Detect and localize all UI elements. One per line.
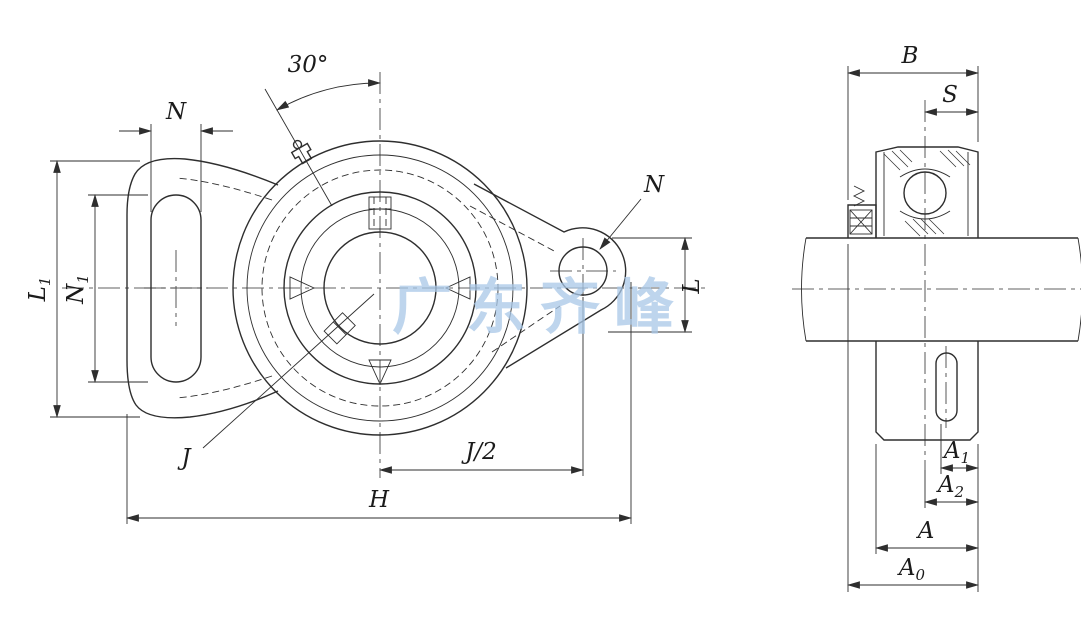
dim-label-n-lug: N — [643, 172, 665, 198]
left-mount-hidden-edge-top — [175, 177, 273, 201]
bearing-ball — [903, 171, 947, 215]
setscrew-lower-left — [323, 312, 356, 345]
leader-line-n-lug — [599, 198, 642, 250]
lug-hidden-edge-top — [469, 205, 557, 253]
shaft — [801, 237, 1081, 342]
side-view-dimensions: B S A1 A2 A A0 — [846, 43, 980, 592]
side-slot — [935, 352, 958, 422]
dim-label-l: L — [679, 278, 705, 294]
dim-label-a1: A1 — [942, 438, 970, 467]
housing-rim-circle — [246, 154, 514, 422]
dim-label-j: J — [177, 445, 192, 471]
align-arrow-right — [444, 276, 471, 300]
setscrew-top — [368, 196, 392, 230]
grease-fitting-icon — [290, 139, 313, 165]
dim-label-h: H — [368, 487, 390, 513]
dim-label-n-top: N — [165, 99, 187, 125]
left-mount-hidden-edge-bottom — [175, 375, 273, 399]
setscrew-collar — [847, 185, 877, 238]
mounting-slot — [150, 194, 202, 383]
dim-label-s: S — [942, 82, 958, 108]
hidden-seat-circle — [261, 169, 499, 407]
lug-hidden-edge-bottom — [491, 305, 561, 353]
dim-label-j2: J/2 — [461, 439, 497, 465]
spring-washer-icon — [852, 185, 866, 207]
dim-label-l1: L1 — [25, 277, 54, 303]
side-view — [792, 100, 1081, 470]
grease-fitting-axis — [264, 88, 333, 207]
angle-dimension-arc — [276, 79, 382, 111]
leader-line-j — [202, 293, 375, 449]
bearing-section — [875, 146, 979, 238]
bore-circle — [323, 231, 437, 345]
align-arrow-left — [289, 276, 316, 300]
align-arrow-bottom — [368, 359, 392, 386]
housing-outer-circle — [232, 140, 528, 436]
dim-label-angle30: 30° — [288, 52, 329, 78]
dim-label-a2: A2 — [936, 472, 964, 501]
dim-label-a0: A0 — [897, 555, 926, 584]
front-view-dimensions: 30° N L1 N1 J J/2 H N — [25, 52, 705, 524]
housing-body-side — [875, 341, 979, 441]
watermark-text: 广东齐峰 — [392, 273, 688, 343]
front-view — [62, 72, 706, 478]
right-lug-outline — [473, 183, 627, 369]
section-hatching — [883, 149, 971, 237]
dim-label-a: A — [916, 518, 935, 544]
dim-label-n1: N1 — [63, 274, 92, 305]
left-mount-outline — [126, 157, 279, 419]
dim-label-b: B — [901, 43, 919, 69]
